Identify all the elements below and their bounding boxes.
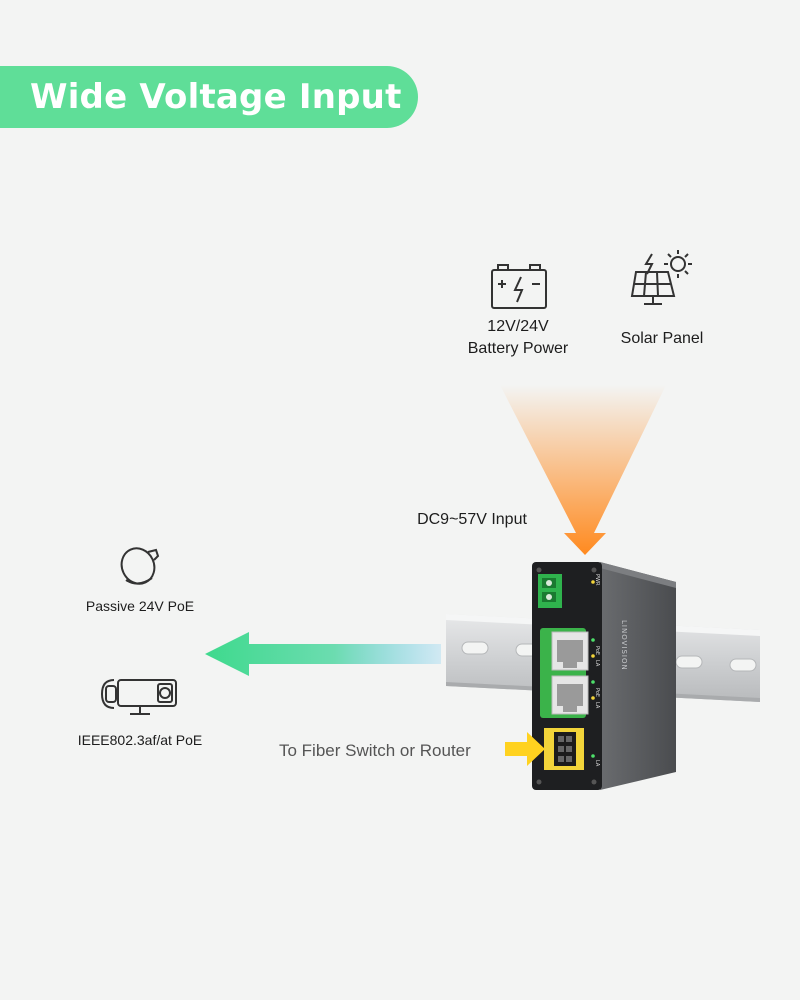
page-title: Wide Voltage Input bbox=[30, 77, 402, 117]
port-label: PoE bbox=[594, 646, 600, 655]
battery-icon bbox=[491, 264, 547, 309]
solar-label: Solar Panel bbox=[620, 330, 704, 347]
port-label: LA bbox=[594, 760, 600, 767]
passive-poe-label: Passive 24V PoE bbox=[85, 598, 195, 614]
input-arrow bbox=[500, 385, 666, 555]
port-label: PoE bbox=[594, 688, 600, 697]
battery-label-line1: 12V/24V bbox=[487, 318, 549, 335]
brand-label: LINOVISION bbox=[620, 620, 628, 671]
dome-camera-icon bbox=[120, 547, 160, 585]
solar-panel-icon bbox=[630, 250, 692, 305]
battery-label-line2: Battery Power bbox=[467, 340, 569, 357]
device-labels: PWR PoE LA PoE LA LA LINOVISION bbox=[594, 574, 628, 767]
ieee-poe-label: IEEE802.3af/at PoE bbox=[77, 732, 203, 748]
uplink-arrow bbox=[505, 732, 545, 766]
output-arrow bbox=[205, 632, 441, 676]
uplink-label: To Fiber Switch or Router bbox=[279, 741, 471, 760]
bullet-camera-icon bbox=[100, 679, 177, 715]
poe-extender-device bbox=[532, 562, 676, 790]
input-label: DC9~57V Input bbox=[417, 511, 527, 528]
pwr-label: PWR bbox=[594, 574, 600, 586]
port-label: LA bbox=[594, 702, 600, 709]
title-banner: Wide Voltage Input bbox=[0, 66, 418, 128]
port-label: LA bbox=[594, 660, 600, 667]
